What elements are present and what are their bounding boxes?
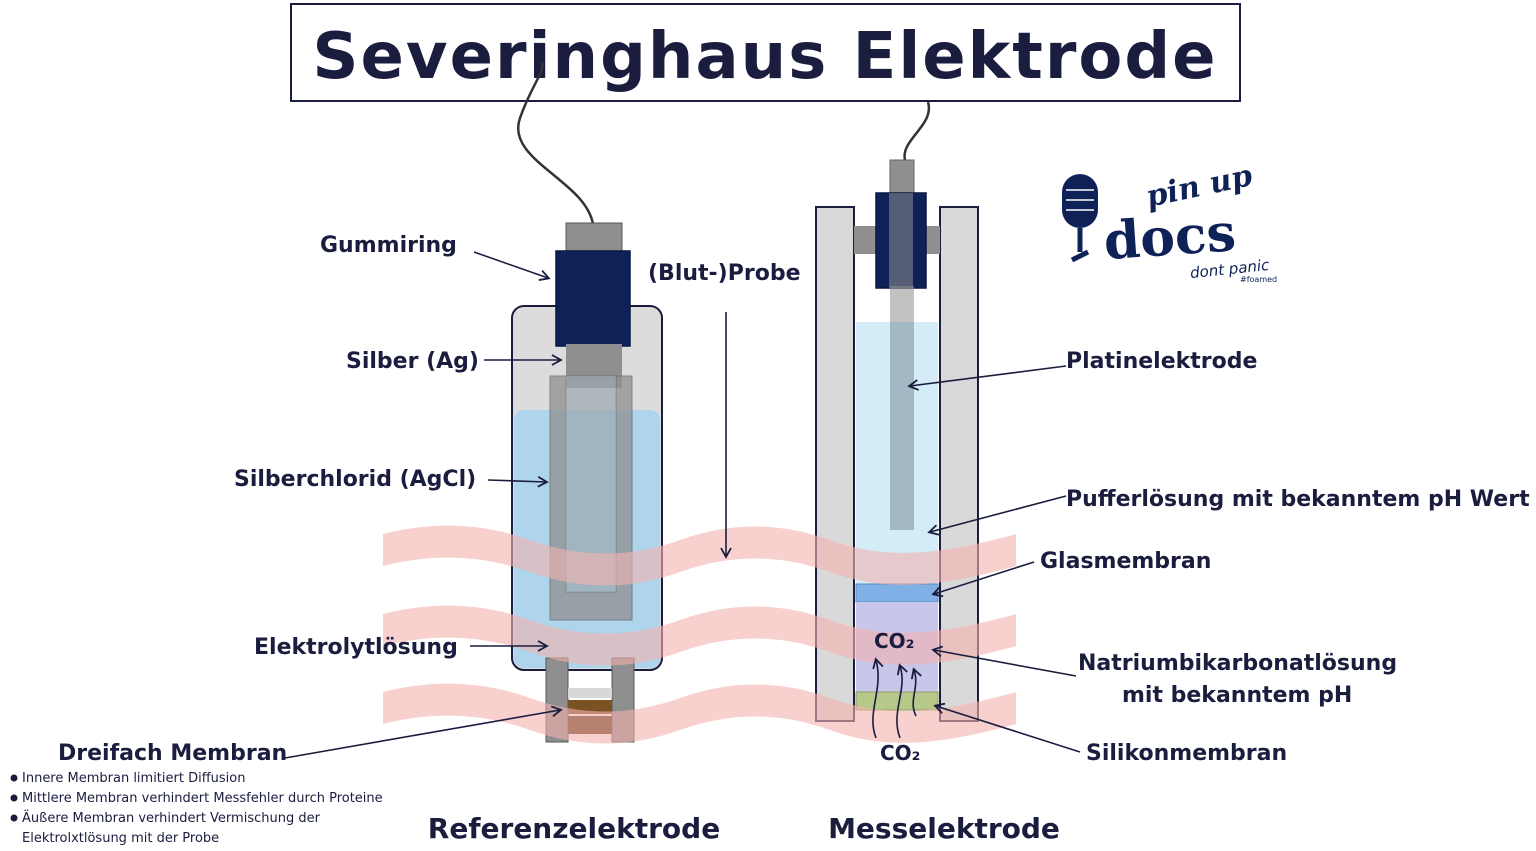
caption-measure: Messelektrode xyxy=(828,812,1060,845)
membrane-note-2: Mittlere Membran verhindert Messfehler d… xyxy=(22,791,383,806)
sample-wave-1 xyxy=(383,525,1016,586)
page-title: Severinghaus Elektrode xyxy=(312,20,1217,94)
label-dreifach: Dreifach Membran xyxy=(58,741,287,766)
triple-membrane-1 xyxy=(568,688,612,698)
logo-line2: docs xyxy=(1102,202,1238,272)
label-probe: (Blut-)Probe xyxy=(648,261,801,286)
puffer-arrow xyxy=(927,495,1067,536)
co2-arrow-3 xyxy=(910,667,922,717)
label-gummiring: Gummiring xyxy=(320,233,457,258)
sample-waves xyxy=(383,525,1016,744)
measure-ring-rod xyxy=(889,193,913,288)
reference-electrode xyxy=(511,222,663,743)
membrane-note-4: Elektrolxtlösung mit der Probe xyxy=(22,831,219,846)
label-co2-inner: CO₂ xyxy=(874,629,914,653)
measure-wire xyxy=(903,101,931,161)
dreifach-arrow xyxy=(284,705,563,759)
label-glas: Glasmembran xyxy=(1040,549,1211,574)
platinum-rod-immersed xyxy=(890,322,914,530)
reference-wire xyxy=(516,61,595,225)
label-natrium-2: mit bekanntem pH xyxy=(1122,683,1352,708)
gummiring-arrow xyxy=(473,251,551,281)
label-natrium-1: Natriumbikarbonatlösung xyxy=(1078,651,1397,676)
silberchlorid-arrow xyxy=(487,475,549,488)
title-box xyxy=(290,3,1241,102)
label-platin: Platinelektrode xyxy=(1066,349,1257,374)
pinupdocs-logo: pin up docs dont panic #foamed xyxy=(1062,158,1277,284)
label-puffer: Pufferlösung mit bekanntem pH Wert xyxy=(1066,487,1530,512)
caption-reference: Referenzelektrode xyxy=(428,812,720,845)
reference-top-cap xyxy=(565,222,623,254)
gummiring-block xyxy=(555,250,631,347)
membrane-notes: Innere Membran limitiert Diffusion Mittl… xyxy=(10,771,383,846)
co2-arrow-1 xyxy=(872,657,884,739)
silikon-arrow xyxy=(933,702,1081,753)
microphone-icon xyxy=(1062,174,1098,263)
natrium-arrow xyxy=(931,645,1077,677)
label-elektrolyt: Elektrolytlösung xyxy=(254,635,458,660)
silicone-membrane xyxy=(855,691,939,711)
co2-arrow-2 xyxy=(896,663,908,739)
glas-arrow xyxy=(931,561,1035,598)
membrane-note-3: Äußere Membran verhindert Vermischung de… xyxy=(22,810,321,826)
platin-arrow xyxy=(907,365,1067,391)
label-silber: Silber (Ag) xyxy=(346,349,479,374)
sample-wave-3 xyxy=(383,683,1016,744)
membrane-note-1: Innere Membran limitiert Diffusion xyxy=(22,771,246,786)
label-silikon: Silikonmembran xyxy=(1086,741,1287,766)
glass-membrane xyxy=(855,583,939,603)
label-silberchlorid: Silberchlorid (AgCl) xyxy=(234,467,476,492)
logo-line4: #foamed xyxy=(1240,275,1277,284)
label-co2-outer: CO₂ xyxy=(880,741,920,765)
